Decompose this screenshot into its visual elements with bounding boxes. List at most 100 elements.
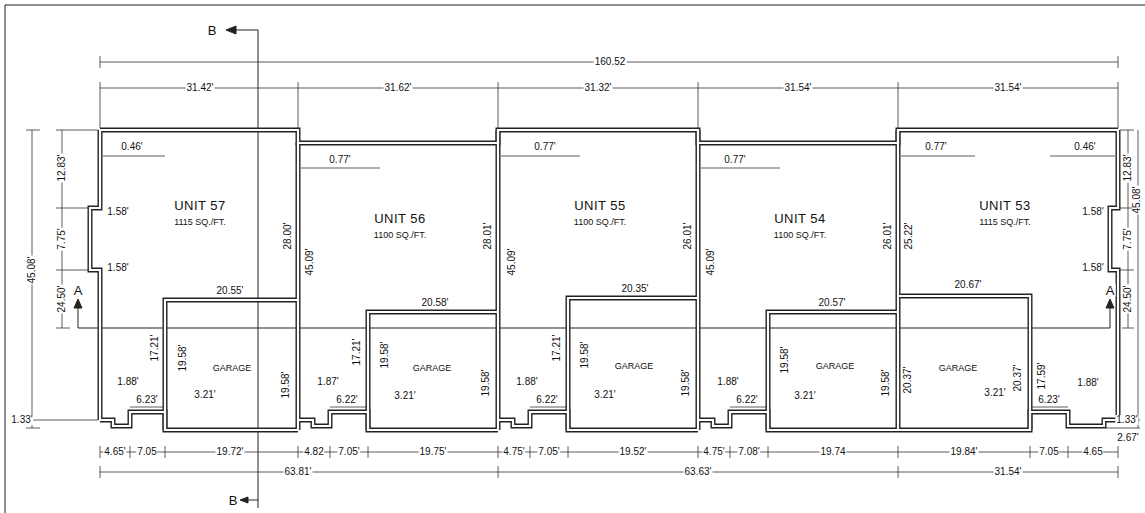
unit-label: UNIT 55 [574,199,626,212]
dimension-label: 7.75' [1123,227,1133,250]
dimension-label: 6.23' [1037,395,1060,405]
dimension-label: 19.58' [580,341,590,370]
dimension-label: 7.05' [537,447,560,457]
dimension-label: 45.09' [305,248,315,277]
dimension-label: 31.32' [584,83,613,93]
dimension-label: 19.72' [216,447,245,457]
dimension-label: 20.37' [903,366,913,395]
dimension-label: 17.21' [352,338,362,367]
dimension-label: 31.54' [994,83,1023,93]
dimension-label: 0.46' [1073,142,1096,152]
unit-label: UNIT 54 [774,212,826,225]
dimension-label: 1.33' [10,415,33,425]
dimension-label: 25.22' [904,222,914,251]
dimension-label: 19.58' [681,369,691,398]
dimension-label: 4.82 [303,447,324,457]
dimension-label: 19.52' [619,447,648,457]
dimension-label: 4.75' [502,447,525,457]
section-mark: A [1105,284,1116,297]
dimension-label: 3.21' [593,390,616,400]
dimension-label: 24.50' [57,285,67,314]
dimension-label: 1.88' [1076,378,1099,388]
dimension-label: 3.21' [193,390,216,400]
dimension-label: 28.01' [483,222,493,251]
dimension-label: 20.67' [954,280,983,290]
dimension-label: 20.35' [621,284,650,294]
dimension-label: 19.58' [380,341,390,370]
dimension-label: 1.88' [116,377,139,387]
room-label: GARAGE [213,364,252,373]
sheet-frame [5,5,1145,513]
dimension-label: 3.21' [793,391,816,401]
dimension-label: 31.54' [994,467,1023,477]
dimension-label: 31.62' [384,83,413,93]
dimension-label: 26.01' [683,222,693,251]
dimension-label: 31.42' [186,83,215,93]
dimension-label: 7.75' [57,227,67,250]
area-label: 1115 SQ./FT. [174,218,226,227]
dimension-label: 19.84' [950,447,979,457]
dimension-label: 20.55' [216,286,245,296]
dimension-label: 1.87' [316,377,339,387]
dimension-label: 6.22' [735,395,758,405]
dimension-label: 6.23' [135,395,158,405]
dimension-label: 20.57' [818,298,847,308]
dimension-label: 3.21' [983,388,1006,398]
section-mark: B [207,24,218,37]
dimension-label: 0.46' [120,142,143,152]
dimension-label: 19.58' [281,371,291,400]
dimension-label: 2.67' [1116,433,1139,443]
dimension-label: 19.58' [178,344,188,373]
dimension-label: 19.58' [780,346,790,375]
dimension-label: 0.77' [328,155,351,165]
unit-label: UNIT 57 [174,199,226,212]
wall-outline [90,130,1118,430]
dimension-label: 17.21' [150,334,160,363]
dimension-label: 7.05 [1038,447,1059,457]
room-label: GARAGE [615,362,654,371]
dimension-label: 31.54' [784,83,813,93]
dimension-label: 4.75' [702,447,725,457]
dimension-label: 6.22' [535,395,558,405]
dimension-label: 20.37' [1013,364,1023,393]
section-mark: B [228,494,239,507]
wall-fill [90,130,1118,430]
area-label: 1100 SQ./FT. [374,231,426,240]
dimension-label: 1.58' [1081,263,1104,273]
dimension-label: 17.21' [552,334,562,363]
dimension-label: 19.75' [419,447,448,457]
dimension-lines [10,56,1140,478]
dimension-label: 7.05 [136,447,157,457]
dimension-label: 1.58' [1081,207,1104,217]
dimension-label: 17.59' [1037,362,1047,391]
area-label: 1115 SQ./FT. [979,218,1031,227]
dimension-label: 1.33' [1115,415,1138,425]
dimension-label: 24.50' [1123,285,1133,314]
dimension-label: 0.77' [723,155,746,165]
dimension-label: 63.81' [284,467,313,477]
dimension-label: 1.88' [515,377,538,387]
area-label: 1100 SQ./FT. [574,218,626,227]
dimension-label: 1.88' [716,377,739,387]
dimension-label: 45.09' [507,248,517,277]
garage-room: GARAGE [901,299,1028,428]
dimension-label: 19.58' [881,369,891,398]
dimension-label: 4.65 [1082,447,1103,457]
unit-label: UNIT 56 [374,212,426,225]
dimension-label: 45.08' [1132,186,1142,215]
dimension-label: 7.08' [737,447,760,457]
room-label: GARAGE [816,362,855,371]
dimension-label: 0.77' [533,142,556,152]
dimension-label: 3.21' [393,391,416,401]
section-mark: A [73,284,84,297]
room-label: GARAGE [939,364,978,373]
dimension-label: 26.01' [883,222,893,251]
dimension-label: 20.58' [421,298,450,308]
dimension-label: 6.22' [335,395,358,405]
unit-label: UNIT 53 [979,199,1031,212]
dimension-label: 19.74 [819,447,846,457]
dimension-label: 45.09' [706,248,716,277]
room-label: GARAGE [413,364,452,373]
